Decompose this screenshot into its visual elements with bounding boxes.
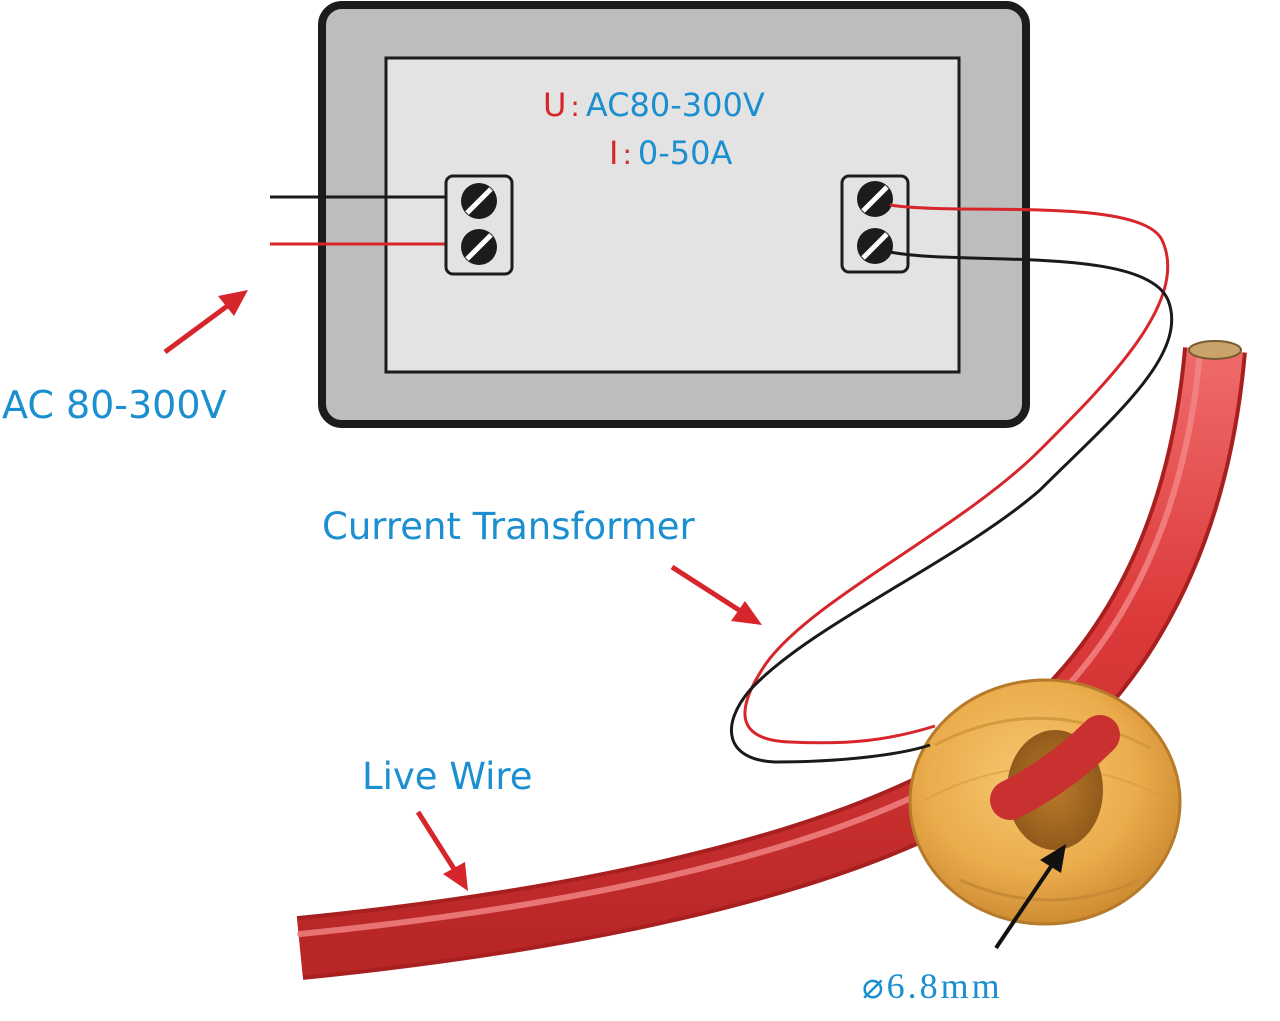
ct-lead-red <box>743 203 1170 745</box>
voltage-key: U <box>543 86 567 124</box>
arrow-to-supply <box>163 290 248 355</box>
terminal-block-right <box>840 174 910 274</box>
supply-label: AC 80-300V <box>2 383 227 427</box>
voltage-separator: : <box>570 90 580 123</box>
current-transformer-label: Current Transformer <box>322 505 695 548</box>
arrow-to-live-wire <box>415 810 468 891</box>
ct-lead-black <box>729 250 1174 764</box>
current-separator: : <box>622 138 632 171</box>
wire-end-strands <box>1188 340 1242 360</box>
current-key: I <box>609 134 619 172</box>
arrow-to-current-transformer <box>670 564 762 625</box>
current-value: 0-50A <box>637 134 733 172</box>
arrow-to-core-hole <box>994 844 1066 950</box>
diameter-label: ⌀6.8mm <box>862 966 1003 1006</box>
terminal-block-left <box>444 174 514 276</box>
current-spec: I:0-50A <box>609 134 732 172</box>
voltage-spec: U:AC80-300V <box>543 86 765 124</box>
voltage-value: AC80-300V <box>585 86 765 124</box>
live-wire-label: Live Wire <box>362 755 533 798</box>
